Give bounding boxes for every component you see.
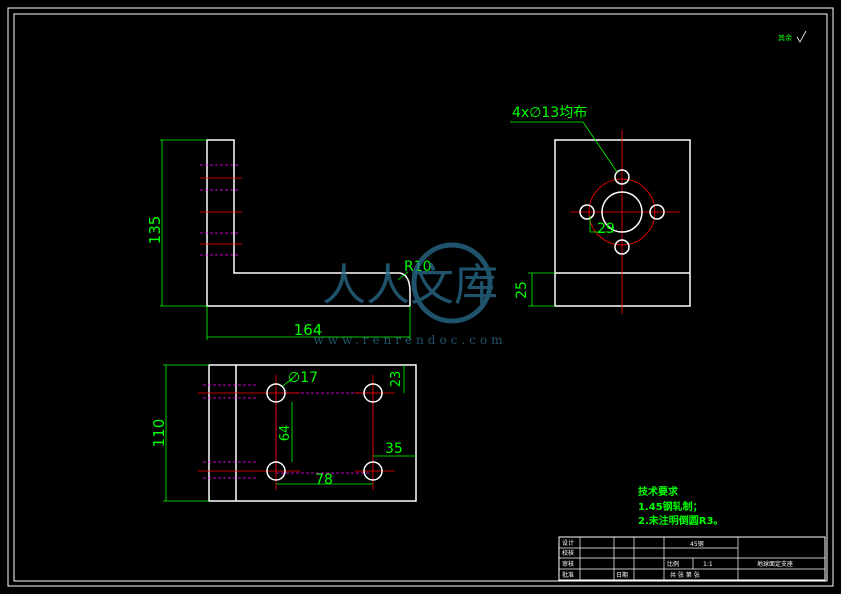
side-holes-dim: 4x∅13均布	[512, 105, 587, 121]
side-centerlines	[570, 130, 680, 314]
top-view-outline	[208, 364, 417, 502]
top-hole-bl	[266, 461, 286, 481]
side-base-height-dim: 25	[514, 281, 530, 299]
center-bore	[601, 191, 643, 233]
tb-date: 日期	[616, 571, 628, 579]
side-view-outline	[554, 139, 691, 307]
bolt-circle	[588, 178, 656, 246]
roughness-check-icon	[796, 30, 807, 43]
tb-designer: 设计	[562, 539, 574, 547]
watermark-logo-icon	[411, 242, 493, 324]
side-hole-top	[614, 169, 630, 185]
front-hidden-holes	[200, 164, 240, 256]
top-edge-offset-dim: 23	[389, 371, 404, 388]
top-centerlines	[198, 375, 395, 490]
tb-checker: 校核	[562, 549, 574, 557]
inner-border	[13, 13, 828, 582]
tech-req-line1: 1.45钢轧制；	[638, 500, 703, 513]
front-dimension-lines	[160, 139, 411, 340]
side-hole-right	[649, 204, 665, 220]
front-centerlines	[200, 177, 242, 245]
top-hole-br	[363, 461, 383, 481]
roughness-note: 其余	[778, 33, 792, 42]
watermark-text: 人人文库	[322, 260, 498, 311]
tb-material: 45钢	[690, 540, 704, 548]
front-view: 135 164 R10	[146, 139, 432, 340]
front-view-outline	[206, 139, 411, 307]
tech-req-heading: 技术要求	[638, 485, 679, 498]
side-dimension-lines	[510, 121, 618, 307]
side-view: 4x∅13均布 29 25	[510, 105, 691, 314]
outer-border	[7, 7, 834, 587]
side-hole-bottom	[614, 239, 630, 255]
front-height-dim: 135	[146, 216, 164, 245]
tb-reviewer: 审核	[562, 560, 574, 568]
technical-requirements: 技术要求 1.45钢轧制； 2.未注明倒圆R3。	[638, 485, 723, 527]
top-right-offset-dim: 35	[385, 441, 403, 457]
top-view: 110 ∅17 23 64 78 35	[150, 364, 417, 502]
top-hole-tr	[363, 383, 383, 403]
front-length-dim: 164	[294, 321, 323, 339]
side-hole-left	[579, 204, 595, 220]
tb-scale-value: 1:1	[703, 561, 713, 568]
tb-scale-label: 比例	[667, 560, 679, 568]
watermark: 人人文库 www.renrendoc.com	[313, 242, 506, 347]
top-hole-dia-dim: ∅17	[288, 370, 318, 386]
title-block-frame	[558, 536, 826, 581]
top-dimension-lines	[163, 364, 416, 502]
roughness-symbol: 其余	[778, 30, 807, 43]
tb-approver: 批准	[562, 571, 574, 579]
tb-part-name: 地球面定支座	[757, 560, 793, 568]
tb-sheet: 共 张 第 张	[670, 571, 700, 579]
watermark-url: www.renrendoc.com	[313, 333, 506, 347]
title-block: 设计 校核 审核 批准 日期 45钢 比例 1:1 地球面定支座 共 张 第 张	[558, 536, 826, 581]
tech-req-line2: 2.未注明倒圆R3。	[638, 514, 723, 527]
top-width-dim: 110	[150, 419, 168, 448]
top-hole-tl	[266, 383, 286, 403]
top-hole-spacing-x-dim: 78	[315, 472, 333, 488]
side-hole-circle-dim: 29	[597, 221, 615, 237]
top-hole-spacing-y-dim: 64	[278, 425, 293, 442]
